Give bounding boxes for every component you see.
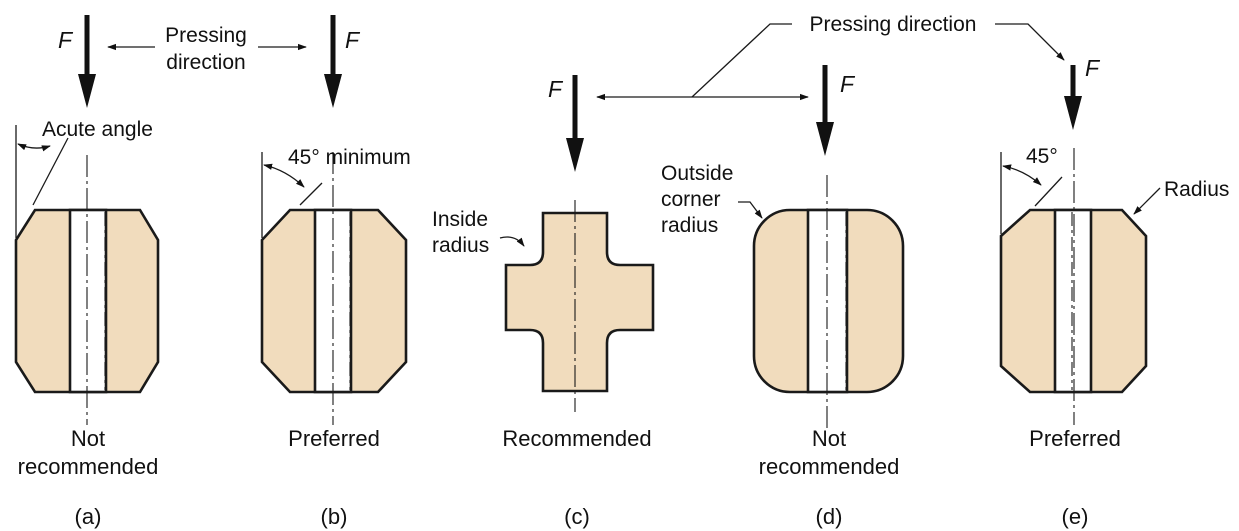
force-label-d: F xyxy=(840,71,856,97)
hole-e xyxy=(1053,208,1093,394)
part-shape-c xyxy=(504,211,655,393)
panel-d: F Outside corner radius Not recommended … xyxy=(661,65,905,529)
caption-a-line1: Not xyxy=(71,426,105,451)
caption-c-line1: Recommended xyxy=(502,426,651,451)
caption-d-letter: (d) xyxy=(816,504,843,529)
force-arrow-e xyxy=(1064,65,1082,130)
panel-c: F Inside radius Recommended (c) xyxy=(432,75,655,529)
annotation-45: 45° xyxy=(1026,145,1058,168)
annotation-inside-radius-line2: radius xyxy=(432,234,489,257)
force-arrow-c xyxy=(566,75,584,172)
force-arrow-d xyxy=(816,65,834,156)
annotation-inside-radius-line1: Inside xyxy=(432,208,488,231)
pressing-direction-right: Pressing direction xyxy=(596,13,1065,101)
caption-d-line1: Not xyxy=(812,426,846,451)
hole-a xyxy=(68,208,108,394)
annotation-45-minimum: 45° minimum xyxy=(288,146,411,169)
caption-a-letter: (a) xyxy=(75,504,102,529)
caption-e-line1: Preferred xyxy=(1029,426,1121,451)
force-arrow-b xyxy=(324,15,342,108)
pressing-direction-left: Pressing direction xyxy=(107,24,307,74)
force-label-b: F xyxy=(345,27,361,53)
caption-b-letter: (b) xyxy=(321,504,348,529)
annotation-outside-line3: radius xyxy=(661,214,718,237)
panel-b: F 45° minimum Preferred (b) xyxy=(260,15,411,529)
caption-e-letter: (e) xyxy=(1062,504,1089,529)
force-label-c: F xyxy=(548,76,564,102)
caption-b-line1: Preferred xyxy=(288,426,380,451)
force-arrow-a xyxy=(78,15,96,108)
force-label-a: F xyxy=(58,27,74,53)
pressing-direction-left-line1: Pressing xyxy=(165,24,247,47)
caption-d-line2: recommended xyxy=(759,454,900,479)
pressing-direction-right-label: Pressing direction xyxy=(810,13,977,36)
annotation-radius: Radius xyxy=(1164,178,1229,201)
pressing-direction-left-line2: direction xyxy=(166,51,245,74)
caption-c-letter: (c) xyxy=(564,504,590,529)
annotation-outside-line2: corner xyxy=(661,188,721,211)
caption-a-line2: recommended xyxy=(18,454,159,479)
panel-e: F 45° Radius Preferred (e) xyxy=(999,55,1229,529)
annotation-outside-line1: Outside xyxy=(661,162,733,185)
panel-a: F Acute angle Not recommended (a) xyxy=(14,15,160,529)
annotation-acute-angle: Acute angle xyxy=(42,118,153,141)
force-label-e: F xyxy=(1085,55,1101,81)
